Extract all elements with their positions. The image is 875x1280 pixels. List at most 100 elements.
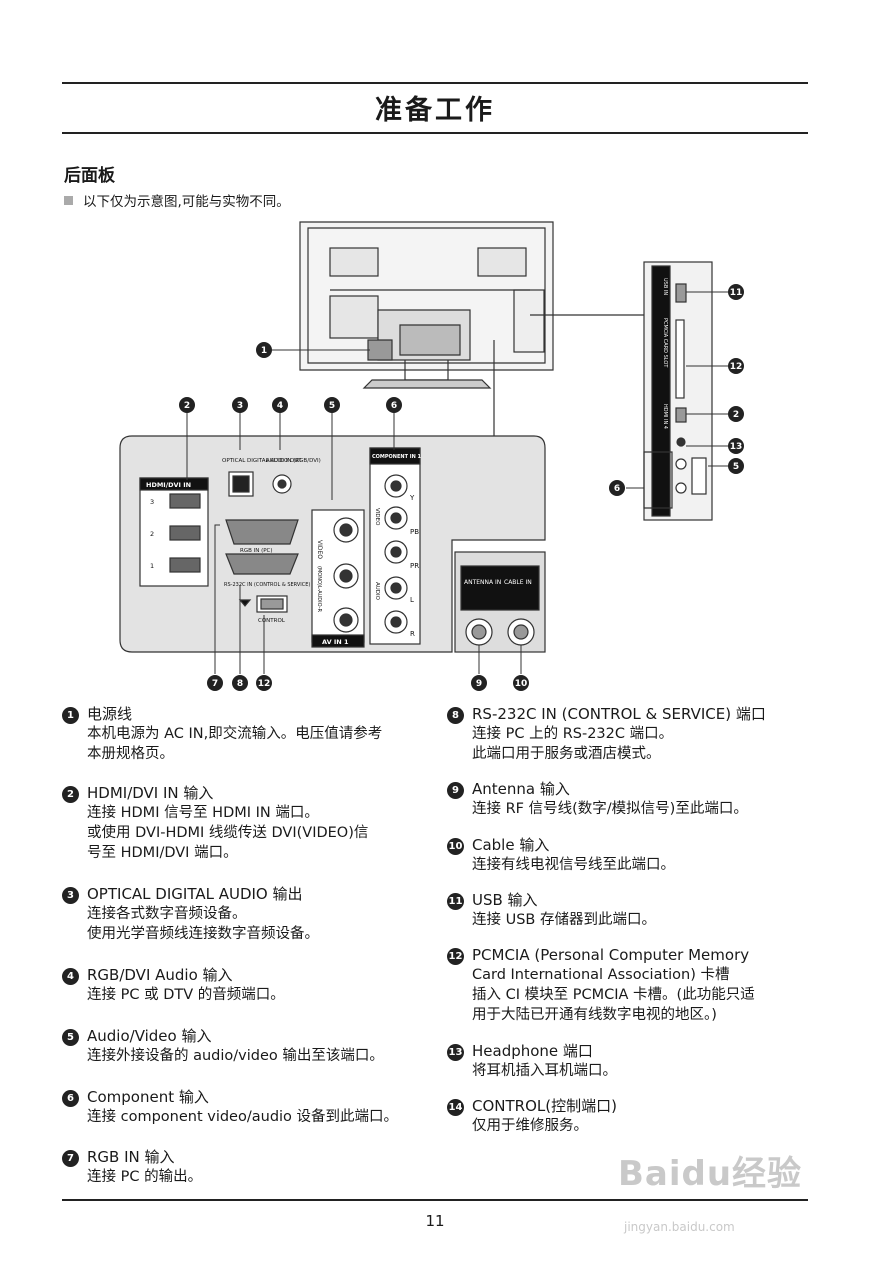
tv-back <box>299 221 554 389</box>
pb-label: PB <box>410 528 419 536</box>
side-panel <box>643 261 713 521</box>
item-desc: 连接 component video/audio 设备到此端口。 <box>87 1109 399 1125</box>
item-desc: 本册规格页。 <box>87 746 174 762</box>
item-number: 6 <box>62 1090 79 1107</box>
hdmi-panel-label: HDMI/DVI IN <box>146 481 191 489</box>
item-title-continued: Card International Association) 卡槽 <box>472 967 730 983</box>
item-title: RGB IN 输入 <box>87 1148 175 1166</box>
item-desc: 或使用 DVI-HDMI 线缆传送 DVI(VIDEO)信 <box>87 825 369 841</box>
item-desc: 此端口用于服务或酒店模式。 <box>472 746 661 762</box>
list-item: 4 RGB/DVI Audio 输入 连接 PC 或 DTV 的音频端口。 <box>62 965 442 1005</box>
callout-markers <box>179 284 744 691</box>
section-title: 后面板 <box>64 166 115 186</box>
section-note: 以下仅为示意图,可能与实物不同。 <box>64 190 290 210</box>
item-number: 9 <box>447 782 464 799</box>
list-item: 14 CONTROL(控制端口) 仅用于维修服务。 <box>447 1096 809 1136</box>
item-title: Audio/Video 输入 <box>87 1027 212 1045</box>
list-item: 7 RGB IN 输入 连接 PC 的输出。 <box>62 1147 442 1187</box>
item-title: PCMCIA (Personal Computer Memory <box>472 946 750 964</box>
item-title: HDMI/DVI IN 输入 <box>87 784 214 802</box>
item-desc: 仅用于维修服务。 <box>472 1118 588 1134</box>
callout-13: 13 <box>730 442 743 452</box>
callout-4: 4 <box>277 401 283 411</box>
item-number: 1 <box>62 707 79 724</box>
rgb-in-label: RGB IN (PC) <box>240 548 273 554</box>
callout-10: 10 <box>515 679 528 689</box>
side-usb-label: USB IN <box>662 278 668 295</box>
callout-5: 5 <box>329 401 335 411</box>
item-desc: 号至 HDMI/DVI 端口。 <box>87 845 238 861</box>
item-number: 13 <box>447 1044 464 1061</box>
callout-8: 8 <box>237 679 243 689</box>
component-audio-label: AUDIO <box>374 582 380 601</box>
list-item: 6 Component 输入 连接 component video/audio 设… <box>62 1087 442 1127</box>
item-number: 8 <box>447 707 464 724</box>
svg-text:5: 5 <box>733 462 739 472</box>
pr-label: PR <box>410 562 419 570</box>
item-title: RS-232C IN (CONTROL & SERVICE) 端口 <box>472 705 766 723</box>
watermark-brand: Baidu经验 <box>618 1154 803 1194</box>
component-label: COMPONENT IN 1 <box>372 454 422 460</box>
item-number: 3 <box>62 887 79 904</box>
page-title: 准备工作 <box>375 95 495 126</box>
rear-panel-diagram: 1 2 3 4 5 6 7 8 12 9 10 11 12 2 13 5 6 H… <box>119 221 744 691</box>
svg-text:6: 6 <box>614 484 620 494</box>
svg-text:2: 2 <box>733 410 739 420</box>
svg-text:12: 12 <box>258 679 271 689</box>
item-number: 10 <box>447 838 464 855</box>
callout-9: 9 <box>476 679 482 689</box>
item-desc: 连接 PC 的输出。 <box>87 1169 203 1185</box>
item-number: 12 <box>447 948 464 965</box>
item-desc: 连接外接设备的 audio/video 输出至该端口。 <box>87 1048 384 1064</box>
top-rule <box>62 82 808 84</box>
item-desc: 用于大陆已开通有线数字电视的地区。) <box>472 1007 717 1023</box>
watermark: Baidu经验 jingyan.baidu.com <box>618 1146 803 1234</box>
list-item: 5 Audio/Video 输入 连接外接设备的 audio/video 输出至该… <box>62 1026 442 1066</box>
item-desc: 使用光学音频线连接数字音频设备。 <box>87 926 319 942</box>
antenna-panel <box>454 551 546 653</box>
callout-11: 11 <box>730 288 743 298</box>
item-title: RGB/DVI Audio 输入 <box>87 966 233 984</box>
l-label: L <box>410 596 414 604</box>
title-rule <box>62 132 808 134</box>
bullet-square-icon <box>64 196 73 205</box>
item-title: CONTROL(控制端口) <box>472 1097 617 1115</box>
item-desc: 连接 PC 或 DTV 的音频端口。 <box>87 987 285 1003</box>
video-label: VIDEO <box>316 540 323 559</box>
control-label: CONTROL <box>258 618 286 624</box>
optical-label: OPTICAL DIGITAL AUDIO OUT <box>222 458 302 464</box>
item-desc: 连接 HDMI 信号至 HDMI IN 端口。 <box>87 805 319 821</box>
item-desc: 插入 CI 模块至 PCMCIA 卡槽。(此功能只适 <box>472 987 755 1003</box>
item-title: Component 输入 <box>87 1088 209 1106</box>
item-number: 14 <box>447 1099 464 1116</box>
side-pcmcia-label: PCMCIA CARD SLOT <box>662 318 668 368</box>
item-desc: 连接有线电视信号线至此端口。 <box>472 857 675 873</box>
item-desc: 连接 RF 信号线(数字/模拟信号)至此端口。 <box>472 801 748 817</box>
item-number: 7 <box>62 1150 79 1167</box>
hdmi-port-1-label: 1 <box>150 562 154 570</box>
item-desc: 连接 PC 上的 RS-232C 端口。 <box>472 726 674 742</box>
item-number: 4 <box>62 968 79 985</box>
callout-1: 1 <box>261 346 267 356</box>
audio-in-label: AUDIO IN (RGB/DVI) <box>266 458 321 464</box>
item-number: 5 <box>62 1029 79 1046</box>
callout-7: 7 <box>212 679 218 689</box>
antenna-label: ANTENNA IN <box>464 579 501 586</box>
r-label: R <box>410 630 415 638</box>
callout-12: 12 <box>730 362 743 372</box>
list-item: 8 RS-232C IN (CONTROL & SERVICE) 端口 连接 PC… <box>447 704 809 764</box>
callout-2: 2 <box>184 401 190 411</box>
item-title: Headphone 端口 <box>472 1042 593 1060</box>
item-title: 电源线 <box>87 705 133 723</box>
connector-panel <box>119 314 645 653</box>
item-title: OPTICAL DIGITAL AUDIO 输出 <box>87 885 303 903</box>
item-title: USB 输入 <box>472 891 538 909</box>
callout-6: 6 <box>391 401 397 411</box>
list-item: 12 PCMCIA (Personal Computer Memory Card … <box>447 945 809 1025</box>
